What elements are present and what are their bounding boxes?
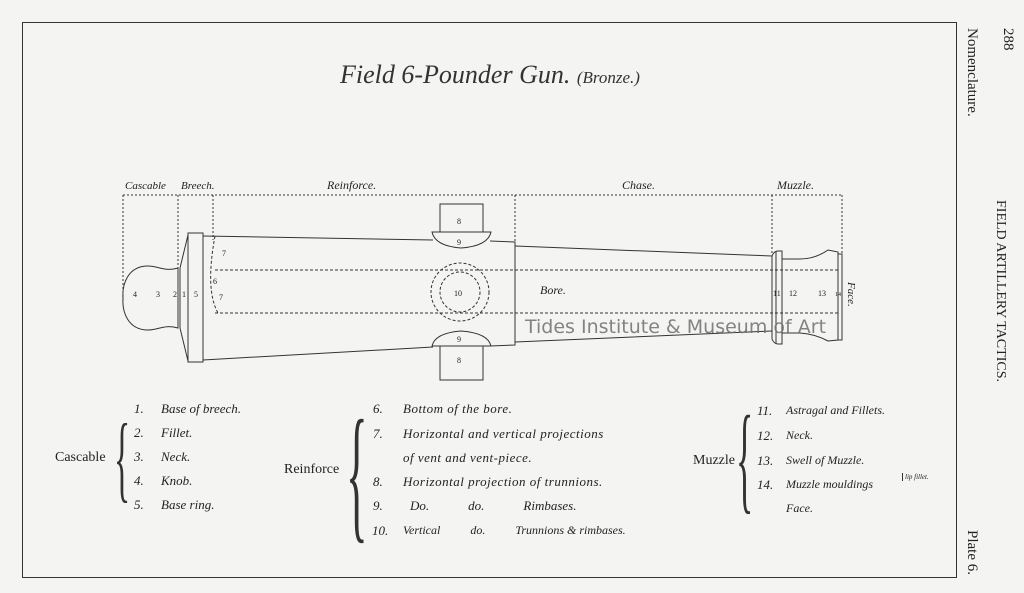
- label-text: Face.: [786, 501, 813, 515]
- rimbase-bottom: [431, 330, 492, 347]
- running-head: FIELD ARTILLERY TACTICS.: [993, 200, 1008, 382]
- label-text: Muzzle mouldings: [786, 477, 873, 491]
- label-text: 7: [222, 249, 226, 258]
- label-text: Bottom of the bore.: [403, 401, 513, 416]
- label-text: 9: [457, 238, 461, 247]
- section-reinforce: Reinforce.: [326, 178, 376, 192]
- label-text: Vertical do. Trunnions & rimbases.: [403, 523, 626, 537]
- face-label: Face.: [845, 281, 857, 307]
- drawing-line: [179, 234, 189, 362]
- label-text: lip fillet.: [902, 473, 931, 481]
- label-text: 9: [457, 335, 461, 344]
- label-text: of vent and vent-piece.: [403, 450, 533, 465]
- label-text: 2: [173, 290, 177, 299]
- plate-border: [22, 22, 957, 578]
- cascable-knob: [122, 265, 179, 331]
- label-text: 8: [457, 217, 461, 226]
- chase: [514, 245, 773, 343]
- label-text: Base of breech.: [161, 401, 242, 416]
- label-text: Fillet.: [161, 425, 193, 440]
- trunnion-bottom: [439, 345, 484, 381]
- rimbase-top: [431, 231, 492, 249]
- label-text: Swell of Muzzle.: [786, 453, 865, 467]
- legend-group-reinforce: Reinforce: [284, 462, 340, 477]
- reinforce: [202, 235, 516, 361]
- base-ring: [187, 232, 204, 363]
- bore: [210, 235, 840, 322]
- bore-label: Bore.: [540, 283, 566, 297]
- section-breech: Breech.: [181, 180, 215, 192]
- label-text: Base ring.: [161, 497, 215, 512]
- label-text: 10.: [372, 523, 389, 538]
- label-text: Astragal and Fillets.: [786, 403, 885, 417]
- page-number: 288: [1000, 28, 1016, 51]
- label-text: 1: [182, 290, 186, 299]
- part-numbers: 4 3 2 1 5 7 6 7 8 9 10 9 8 11 12 13 14: [133, 217, 841, 365]
- label-text: 13.: [757, 453, 774, 468]
- legend-group-cascable: Cascable: [55, 450, 106, 465]
- label-text: 5: [194, 290, 198, 299]
- label-text: 4.: [134, 473, 144, 488]
- drawing-line: [837, 253, 843, 341]
- section-dividers: [122, 195, 843, 300]
- label-text: 14: [835, 292, 841, 298]
- label-text: Knob.: [161, 473, 193, 488]
- label-text: 11: [773, 289, 781, 298]
- section-chase: Chase.: [622, 178, 655, 192]
- label-text: 12.: [757, 428, 774, 443]
- label-text: 9.: [373, 498, 383, 513]
- label-text: Neck.: [161, 449, 191, 464]
- label-text: 8: [457, 356, 461, 365]
- label-text: 3: [156, 290, 160, 299]
- label-text: 11.: [757, 403, 773, 418]
- label-text: 14.: [757, 477, 774, 492]
- drawing-line: [210, 235, 219, 314]
- drawing-line: [439, 271, 481, 313]
- drawing-line: [122, 194, 843, 381]
- label-text: Horizontal and vertical projections: [403, 426, 604, 441]
- plate-title: Field 6-Pounder Gun. (Bronze.): [340, 60, 640, 89]
- trunnion-top: [439, 203, 484, 233]
- watermark: Tides Institute & Museum of Art: [525, 316, 827, 338]
- muzzle: [771, 250, 783, 345]
- label-text: 3.: [134, 449, 144, 464]
- section-muzzle: Muzzle.: [776, 178, 814, 192]
- label-text: 6.: [373, 401, 383, 416]
- label-text: 10: [454, 289, 462, 298]
- section-cascable: Cascable: [125, 180, 166, 192]
- drawing-line: Cascable Breech. Reinforce. Chase. Muzzl…: [125, 178, 857, 307]
- brace: {: [736, 391, 754, 524]
- label-text: Do. do. Rimbases.: [410, 498, 577, 513]
- drawing-line: [430, 262, 490, 322]
- legend-group-muzzle: Muzzle: [693, 453, 735, 468]
- label-text: Horizontal projection of trunnions.: [403, 474, 603, 489]
- label-text: Neck.: [786, 428, 813, 442]
- label-text: 12: [789, 289, 797, 298]
- label-text: 13: [818, 289, 826, 298]
- label-text: 2.: [134, 425, 144, 440]
- label-text: 5.: [134, 497, 144, 512]
- label-text: 4: [133, 290, 137, 299]
- label-text: 1.: [134, 401, 144, 416]
- label-text: 7: [219, 293, 223, 302]
- label-text: 8.: [373, 474, 383, 489]
- plate-number: Plate 6.: [964, 530, 980, 575]
- brace: {: [346, 390, 368, 556]
- brace: {: [114, 404, 131, 511]
- label-text: 6: [213, 277, 217, 286]
- section-label: Nomenclature.: [964, 28, 980, 117]
- label-text: 7.: [373, 426, 383, 441]
